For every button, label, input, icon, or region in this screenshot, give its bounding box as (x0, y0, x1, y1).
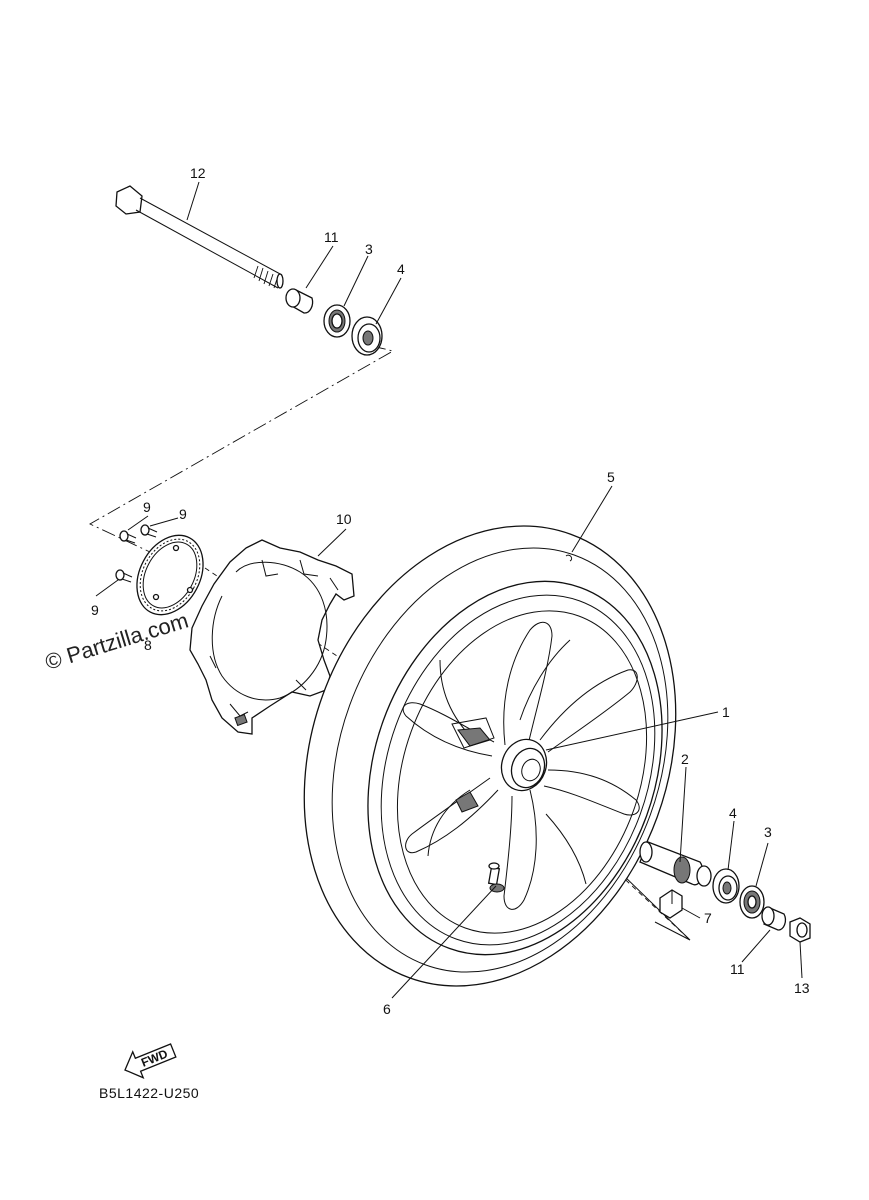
bearing-top[interactable] (351, 316, 383, 356)
wheel-spacer-top[interactable] (285, 288, 314, 314)
callout-4-right: 4 (729, 805, 737, 821)
callout-9-a: 9 (143, 499, 151, 515)
cast-wheel[interactable] (318, 540, 712, 997)
sensor-housing[interactable] (189, 539, 355, 735)
callout-labels: 12 11 3 4 5 9 9 10 9 8 1 2 4 3 7 11 13 6 (91, 165, 810, 1017)
callout-9-c: 9 (91, 602, 99, 618)
axle-nut[interactable] (789, 917, 811, 943)
callout-11-top: 11 (324, 229, 339, 245)
callout-3-top: 3 (365, 241, 373, 257)
callout-6: 6 (383, 1001, 391, 1017)
callout-2: 2 (681, 751, 689, 767)
callout-12: 12 (190, 165, 206, 181)
balance-weight[interactable] (659, 889, 683, 919)
oil-seal-top[interactable] (323, 304, 351, 338)
sensor-rotor-screw-c[interactable] (115, 569, 133, 583)
callout-1: 1 (722, 704, 730, 720)
callout-5: 5 (607, 469, 615, 485)
callout-11-right: 11 (730, 961, 745, 977)
callout-7: 7 (704, 910, 712, 926)
sensor-rotor-screw-a[interactable] (119, 530, 137, 544)
callout-3-right: 3 (764, 824, 772, 840)
callout-13: 13 (794, 980, 810, 996)
diagram-code: B5L1422-U250 (99, 1085, 199, 1101)
sensor-rotor-screw-b[interactable] (140, 524, 158, 538)
watermark: © Partzilla.com (42, 608, 191, 675)
bearing-right[interactable] (712, 868, 740, 904)
sensor-rotor[interactable] (124, 524, 216, 626)
front-axle-bolt[interactable] (115, 185, 284, 289)
callout-8: 8 (144, 637, 152, 653)
leader-lines (95, 181, 803, 999)
oil-seal-right[interactable] (739, 885, 765, 919)
forward-arrow: FWD (124, 1043, 177, 1079)
callout-10: 10 (336, 511, 352, 527)
callout-9-b: 9 (179, 506, 187, 522)
tire-valve[interactable] (487, 862, 505, 893)
callout-4-top: 4 (397, 261, 405, 277)
wheel-collar[interactable] (639, 841, 712, 887)
wheel-spacer-right[interactable] (761, 906, 787, 931)
